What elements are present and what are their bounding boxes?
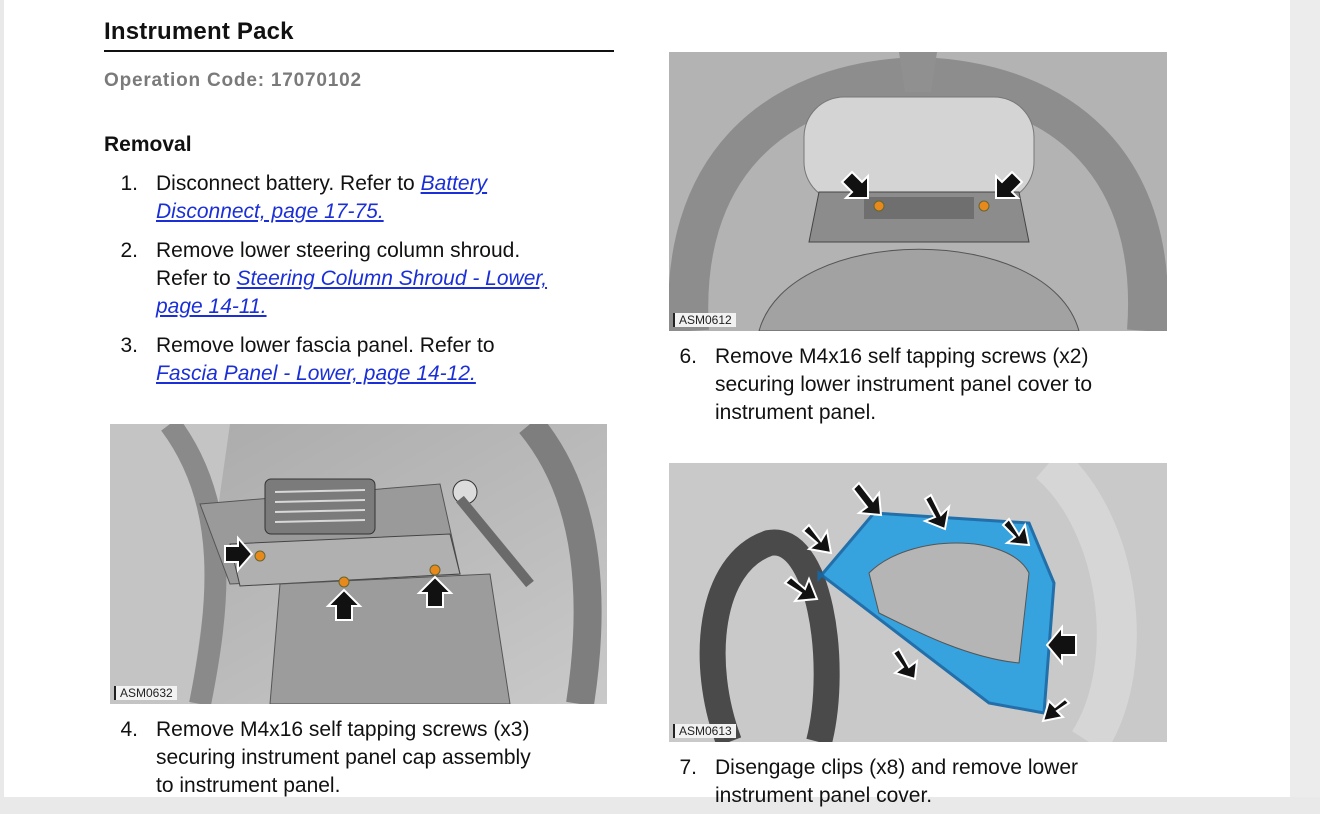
arrow-icon <box>891 647 919 681</box>
step-number: 1. <box>120 172 138 195</box>
step-number: 4. <box>120 718 138 741</box>
step-text: to instrument panel. <box>156 774 341 797</box>
figure-illustration <box>669 52 1167 331</box>
figure-lower-panel-cover-screws: ASM0612 <box>669 52 1167 331</box>
step-3: 3. Remove lower fascia panel. Refer to F… <box>104 332 624 390</box>
arrow-icon <box>1041 697 1071 723</box>
arrow-icon <box>1045 624 1077 666</box>
link-battery-disconnect[interactable]: Battery <box>420 172 488 195</box>
link-steering-column-shroud-page[interactable]: page 14-11. <box>156 295 267 318</box>
arrow-icon <box>224 535 254 573</box>
step-text: securing instrument panel cap assembly <box>156 746 531 769</box>
arrow-icon <box>325 588 363 621</box>
manual-page: Instrument Pack Operation Code: 17070102… <box>4 0 1290 807</box>
arrow-icon <box>783 575 819 603</box>
arrow-icon <box>840 170 869 199</box>
step-text: Refer to <box>156 267 237 290</box>
arrow-icon <box>851 481 883 517</box>
arrow-icon <box>1001 517 1031 547</box>
step-text: Disengage clips (x8) and remove lower <box>715 756 1078 779</box>
step-text: Remove M4x16 self tapping screws (x3) <box>156 718 530 741</box>
figure-instrument-cap-screws: ASM0632 <box>110 424 607 704</box>
figure-lower-panel-cover-clips: ASM0613 <box>669 463 1167 742</box>
step-text: Remove M4x16 self tapping screws (x2) <box>715 345 1089 368</box>
figure-illustration <box>110 424 607 704</box>
figure-label: ASM0632 <box>114 686 177 700</box>
step-number: 7. <box>679 756 697 779</box>
arrow-icon <box>922 493 951 531</box>
figure-label: ASM0612 <box>673 313 736 327</box>
arrow-icon <box>995 170 1024 199</box>
section-heading: Removal <box>104 133 192 156</box>
step-4: 4. Remove M4x16 self tapping screws (x3)… <box>104 716 624 800</box>
step-2: 2. Remove lower steering column shroud. … <box>104 237 624 323</box>
arrow-icon <box>801 523 833 555</box>
link-steering-column-shroud[interactable]: Steering Column Shroud - Lower, <box>236 267 548 290</box>
link-battery-disconnect-page[interactable]: Disconnect, page 17-75. <box>156 200 384 223</box>
step-number: 3. <box>120 334 138 357</box>
viewer-margin <box>1290 0 1320 797</box>
step-6: 6. Remove M4x16 self tapping screws (x2)… <box>663 343 1223 427</box>
step-text: Disconnect battery. Refer to <box>156 172 421 195</box>
step-text: Remove lower fascia panel. Refer to <box>156 334 495 357</box>
figure-label: ASM0613 <box>673 724 736 738</box>
step-1: 1. Disconnect battery. Refer to Battery … <box>104 170 624 228</box>
step-text: instrument panel. <box>715 401 877 424</box>
step-7: 7. Disengage clips (x8) and remove lower… <box>663 754 1223 814</box>
figure-illustration <box>669 463 1167 742</box>
operation-code: Operation Code: 17070102 <box>104 70 362 91</box>
page-title: Instrument Pack <box>104 18 614 52</box>
step-number: 6. <box>679 345 697 368</box>
step-text: Remove lower steering column shroud. <box>156 239 521 262</box>
step-number: 2. <box>120 239 138 262</box>
step-text: instrument panel cover. <box>715 784 933 807</box>
step-text: securing lower instrument panel cover to <box>715 373 1093 396</box>
link-fascia-panel-lower[interactable]: Fascia Panel - Lower, page 14-12. <box>156 362 476 385</box>
arrow-icon <box>416 575 454 608</box>
